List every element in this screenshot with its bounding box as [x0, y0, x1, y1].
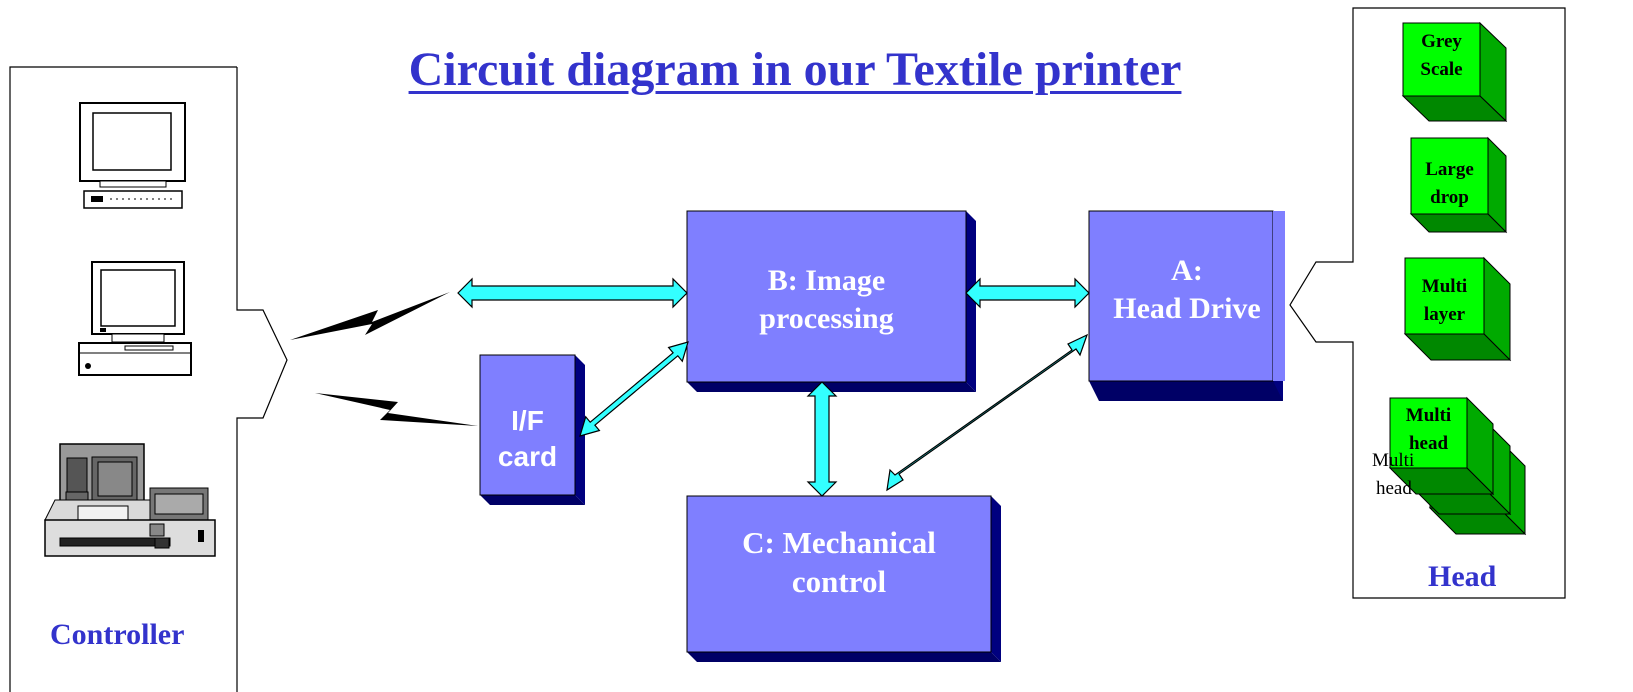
grey-scale-line-1: Grey: [1421, 31, 1462, 52]
grey-scale-line-2: Scale: [1420, 58, 1463, 80]
mechanical-control-label-line-2: control: [791, 563, 887, 599]
desktop-computer-icon: [78, 261, 192, 376]
large-drop-line-1: Large: [1425, 159, 1474, 180]
head-option-multi-layer-label: Multi layer: [1405, 273, 1484, 328]
multi-layer-line-2: layer: [1423, 303, 1466, 325]
head-option-large-drop-label: Large drop: [1411, 156, 1488, 211]
multi-head-line-1: Multi: [1405, 405, 1452, 426]
lightning-bolt-lower: [315, 393, 478, 426]
multi-head-line-2: head: [1408, 432, 1449, 454]
block-head-drive: [1088, 210, 1285, 401]
multi-head-overlap-label: Multi head: [1372, 447, 1414, 502]
image-processing-label: B: Image processing: [687, 262, 966, 337]
lightning-bolt-upper: [290, 292, 450, 340]
multi-layer-line-1: Multi: [1421, 276, 1468, 297]
controller-label: Controller: [50, 618, 185, 651]
if-card-label: I/F card: [480, 403, 575, 476]
controller-panel: [9, 66, 288, 692]
head-drive-label: A: Head Drive: [1089, 252, 1285, 327]
if-card-label-line-2: card: [497, 441, 558, 473]
head-drive-label-line-2: Head Drive: [1113, 291, 1261, 325]
if-card-label-line-1: I/F: [511, 405, 544, 436]
block-image-processing: [686, 210, 976, 392]
block-if-card: [479, 354, 585, 505]
head-option-large-drop: [1409, 136, 1508, 234]
mechanical-control-label-line-1: C: Mechanical: [742, 525, 936, 560]
head-drive-label-line-1: A:: [1171, 254, 1203, 287]
head-option-grey-scale: [1401, 21, 1508, 123]
bus-arrow-mechanical-control-to-head-drive: [886, 333, 1089, 492]
overlap-line-2: head: [1376, 477, 1412, 499]
head-option-multi-head-label: Multi head: [1390, 402, 1467, 457]
mechanical-control-label: C: Mechanical control: [687, 524, 991, 602]
bus-arrow-image-processing-to-head-drive: [965, 277, 1090, 309]
image-processing-label-line-2: processing: [759, 301, 894, 335]
page-title: Circuit diagram in our Textile printer: [408, 43, 1182, 96]
head-option-multi-head: [1388, 396, 1527, 536]
block-mechanical-control: [686, 495, 1001, 662]
image-processing-label-line-1: B: Image: [767, 264, 886, 297]
head-label: Head: [1428, 560, 1497, 593]
head-option-multi-layer: [1403, 256, 1512, 362]
bus-arrow-image-processing-to-mechanical-control: [806, 381, 838, 497]
bus-arrow-if-card-to-image-processing: [579, 341, 689, 437]
bus-arrow-controller-to-image-processing: [457, 277, 688, 309]
large-drop-line-2: drop: [1430, 186, 1469, 208]
workstation-icon: [79, 102, 186, 209]
overlap-line-1: Multi: [1372, 450, 1415, 471]
printer-device-icon: [44, 443, 216, 557]
head-option-grey-scale-label: Grey Scale: [1403, 28, 1480, 83]
